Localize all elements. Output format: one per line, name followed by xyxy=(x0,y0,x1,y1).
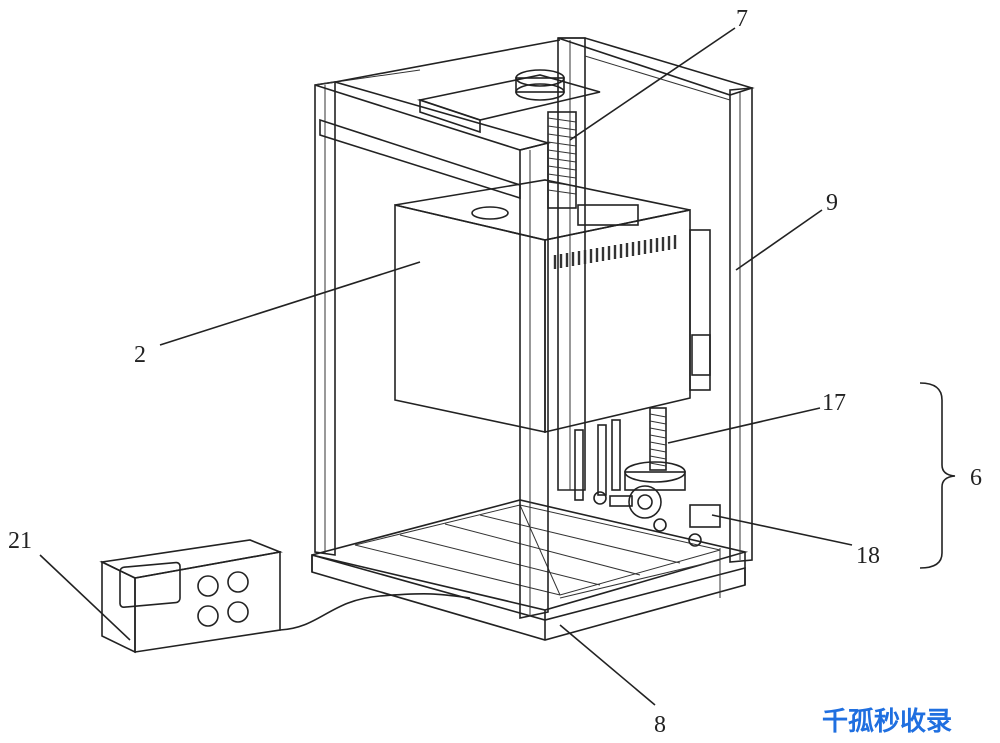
frame-uprights xyxy=(314,37,755,619)
label-2: 2 xyxy=(134,342,146,368)
lift-mechanism xyxy=(574,407,721,547)
label-21: 21 xyxy=(8,528,32,554)
label-8: 8 xyxy=(654,712,666,738)
vent-slots xyxy=(553,235,677,269)
base-frame xyxy=(311,499,749,641)
label-6: 6 xyxy=(970,465,982,491)
label-18: 18 xyxy=(856,543,880,569)
watermark-text: 千孤秒收录 xyxy=(822,706,952,737)
label-7: 7 xyxy=(736,6,748,32)
controller-box xyxy=(99,539,471,654)
label-9: 9 xyxy=(826,190,838,216)
label-17: 17 xyxy=(822,390,846,416)
top-plate-screw xyxy=(416,69,601,209)
furnace-box xyxy=(394,179,711,434)
leader-lines xyxy=(39,27,956,706)
